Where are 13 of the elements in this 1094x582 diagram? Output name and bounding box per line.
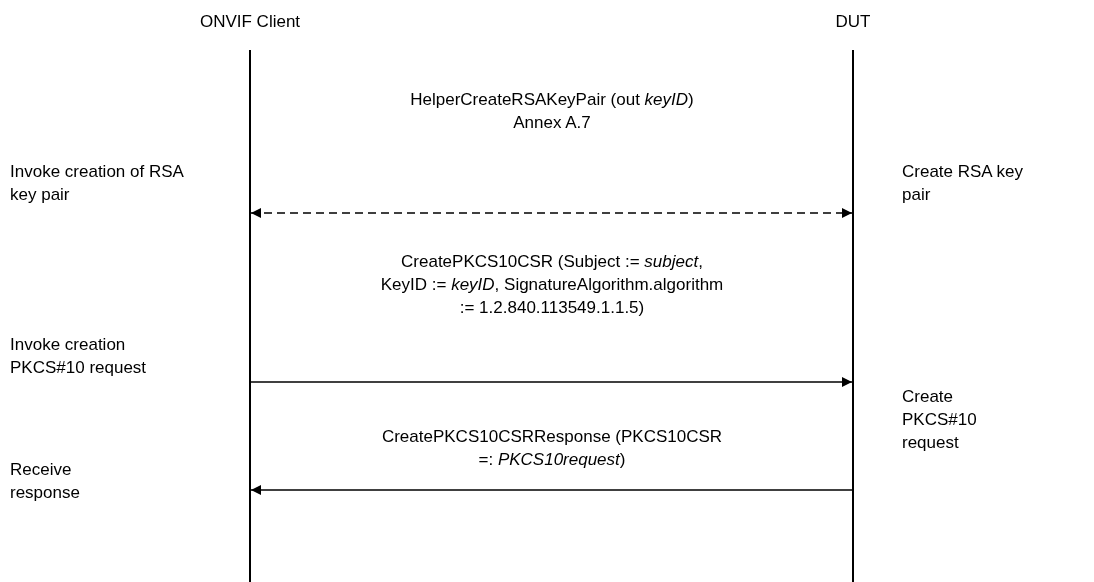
arrow bbox=[250, 485, 853, 495]
step-note: Receive response bbox=[10, 459, 81, 504]
lifeline-heading: DUT bbox=[835, 12, 871, 32]
message-label: CreatePKCS10CSR (Subject := subject, KeyID := keyID, SignatureAlgorithm.algorithm := 1.2.840.113549.1.1.5) bbox=[379, 251, 725, 319]
message-label: HelperCreateRSAKeyPair (out keyID) Annex A.7 bbox=[409, 89, 695, 134]
arrow bbox=[250, 208, 853, 218]
step-note: Create RSA key pair bbox=[902, 161, 1024, 206]
step-note: Invoke creation PKCS#10 request bbox=[10, 334, 148, 379]
lifeline-heading: ONVIF Client bbox=[199, 12, 301, 32]
arrow bbox=[250, 377, 853, 387]
step-note: Invoke creation of RSA key pair bbox=[10, 161, 185, 206]
step-note: Create PKCS#10 request bbox=[902, 386, 978, 454]
message-label: CreatePKCS10CSRResponse (PKCS10CSR =: PKCS10request) bbox=[380, 426, 724, 471]
